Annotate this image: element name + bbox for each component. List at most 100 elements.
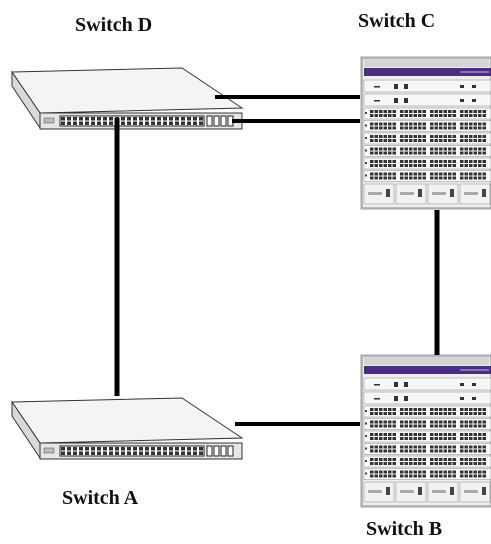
card-port: [400, 408, 404, 411]
psu-grille: [464, 192, 478, 195]
card-port: [404, 408, 408, 411]
card-port: [434, 164, 438, 167]
card-port: [464, 462, 468, 465]
card-port: [448, 437, 452, 440]
card-port: [448, 449, 452, 453]
card-port: [374, 462, 378, 465]
card-port: [443, 110, 447, 113]
card-port: [430, 433, 434, 436]
card-port: [400, 433, 404, 436]
line-card: [363, 107, 491, 120]
card-port: [469, 437, 473, 440]
card-port: [443, 424, 447, 428]
card-port: [388, 172, 392, 176]
card-port: [473, 470, 477, 474]
card-port: [478, 433, 482, 436]
card-port: [430, 122, 434, 126]
card-port: [478, 445, 482, 449]
card-port: [452, 139, 456, 142]
card-port: [370, 126, 374, 130]
card-port: [379, 458, 383, 461]
card-port: [370, 172, 374, 176]
card-port: [469, 126, 473, 130]
uplink-port: [206, 445, 213, 457]
card-port: [443, 176, 447, 180]
card-port: [404, 437, 408, 440]
switch-c-label: Switch C: [358, 10, 436, 32]
card-port: [439, 160, 443, 163]
card-port: [460, 412, 464, 415]
card-port: [430, 172, 434, 176]
card-port: [400, 114, 404, 117]
card-led: [365, 460, 367, 462]
port: [121, 117, 125, 121]
card-port: [422, 412, 426, 415]
switch-top-surface: [11, 397, 244, 444]
card-port: [434, 445, 438, 449]
card-port: [388, 420, 392, 424]
card-port: [482, 449, 486, 453]
card-port: [422, 110, 426, 113]
card-port: [473, 424, 477, 428]
port: [151, 117, 155, 121]
mgmt-module: [363, 391, 491, 405]
card-port: [448, 160, 452, 163]
port: [181, 117, 185, 121]
card-port: [460, 126, 464, 130]
card-port: [473, 114, 477, 117]
port: [157, 451, 161, 455]
card-port: [443, 420, 447, 424]
card-port: [430, 139, 434, 142]
card-port: [478, 172, 482, 176]
card-port: [413, 122, 417, 126]
card-port: [460, 470, 464, 474]
port: [187, 121, 191, 125]
line-card: [363, 120, 491, 132]
switch-a-device: [11, 397, 244, 460]
card-port: [409, 160, 413, 163]
card-port: [392, 110, 396, 113]
card-port: [460, 164, 464, 167]
card-port: [383, 164, 387, 167]
card-port: [460, 151, 464, 155]
card-port: [464, 412, 468, 415]
mgmt-port: [404, 84, 408, 89]
card-port: [413, 433, 417, 436]
port: [103, 121, 107, 125]
links: [114, 95, 440, 426]
card-port: [409, 139, 413, 142]
card-port: [473, 474, 477, 478]
psu-grille: [400, 490, 414, 493]
mgmt-port: [460, 383, 464, 386]
card-port: [422, 122, 426, 126]
card-port: [469, 470, 473, 474]
port: [145, 117, 149, 121]
port: [85, 451, 89, 455]
port: [121, 451, 125, 455]
card-port: [418, 424, 422, 428]
card-port: [400, 147, 404, 151]
port: [109, 121, 113, 125]
card-port: [370, 114, 374, 117]
card-port: [413, 412, 417, 415]
card-port: [400, 445, 404, 449]
card-port: [409, 437, 413, 440]
line-card: [363, 145, 491, 157]
card-port: [473, 139, 477, 142]
card-port: [439, 449, 443, 453]
card-port: [469, 122, 473, 126]
card-port: [464, 474, 468, 478]
card-port: [404, 433, 408, 436]
card-port: [443, 151, 447, 155]
psu-switch: [482, 189, 486, 197]
card-port: [464, 458, 468, 461]
card-port: [448, 114, 452, 117]
card-port: [404, 122, 408, 126]
card-port: [404, 462, 408, 465]
card-port: [400, 135, 404, 138]
card-port: [388, 412, 392, 415]
card-port: [478, 458, 482, 461]
card-port: [473, 176, 477, 180]
port: [181, 447, 185, 451]
card-port: [460, 433, 464, 436]
